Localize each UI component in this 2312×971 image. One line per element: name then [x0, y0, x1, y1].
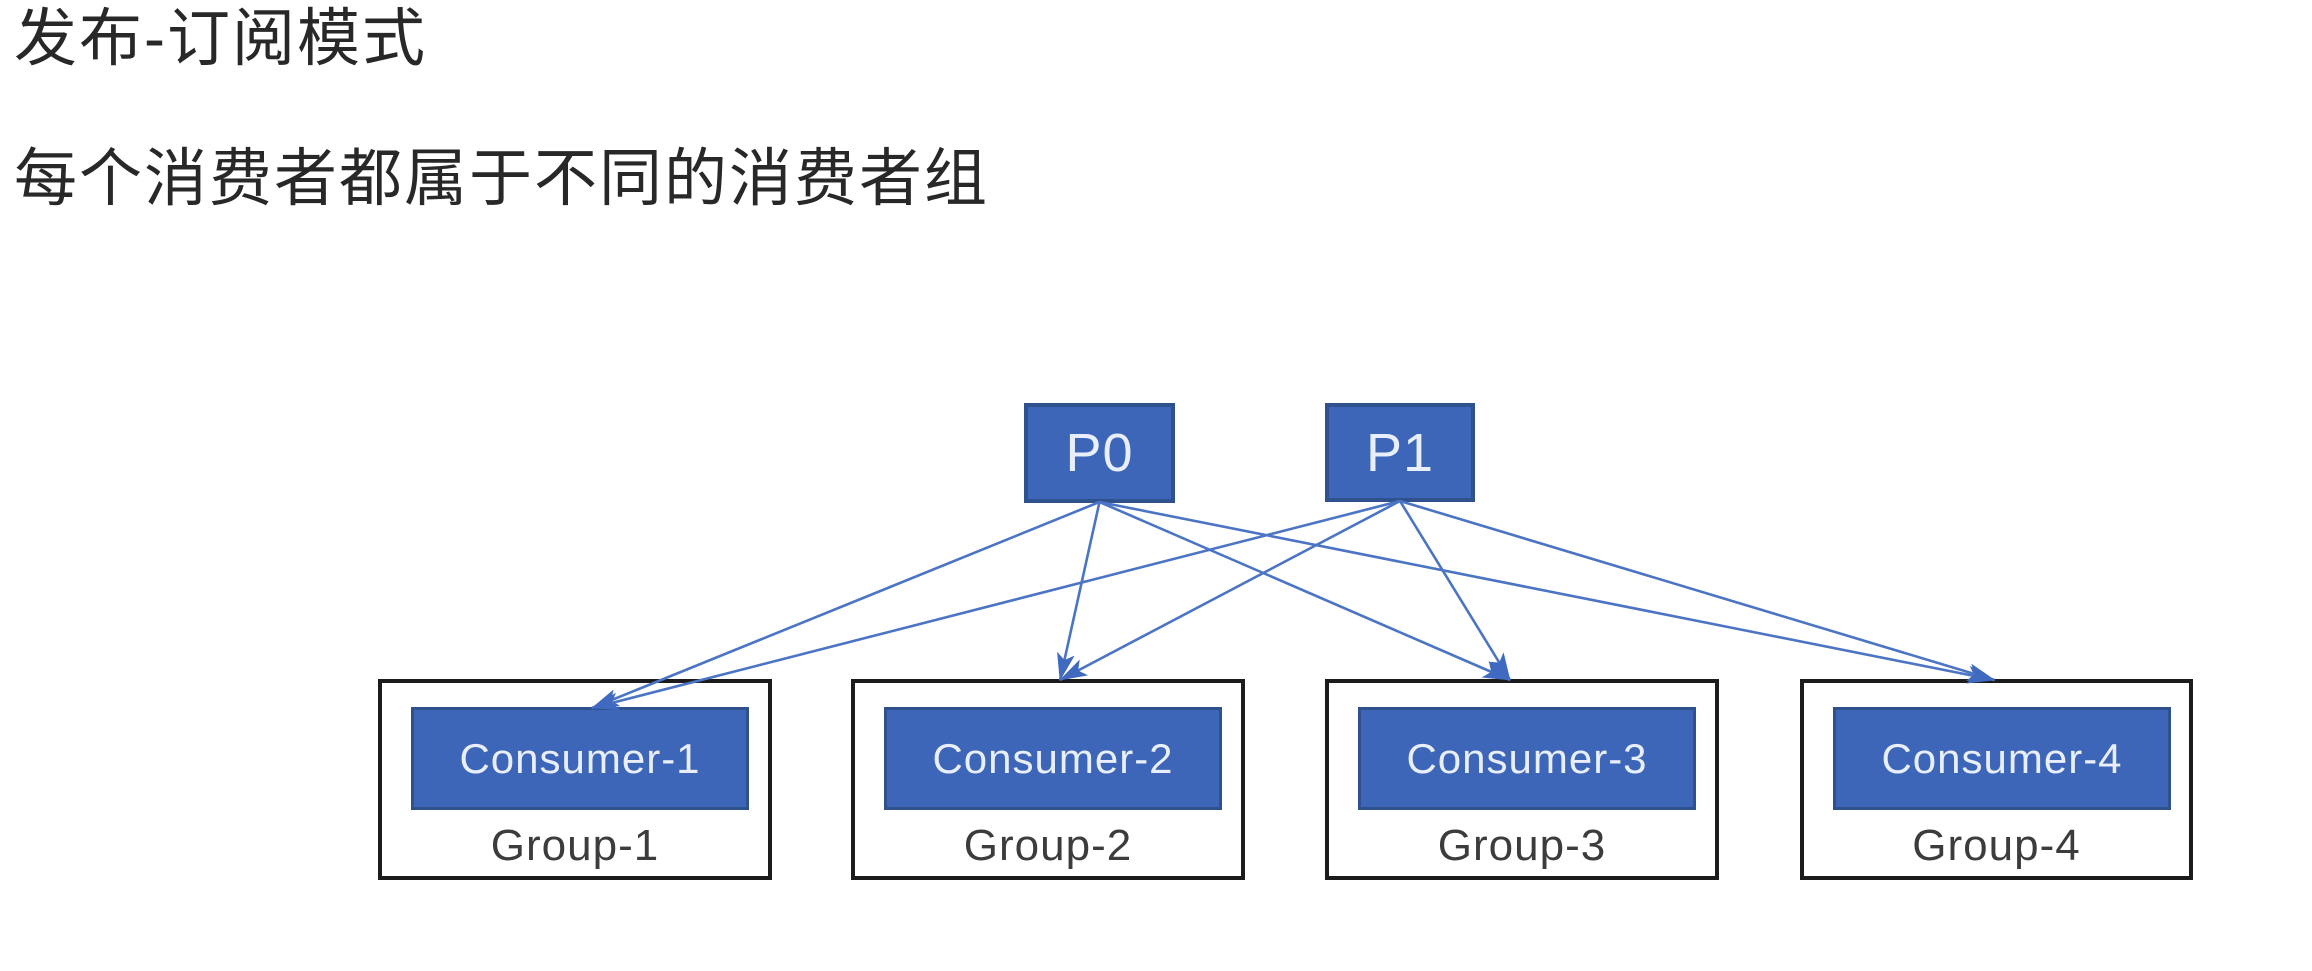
consumer-label-4: Consumer-4	[1881, 734, 2123, 782]
consumer-label-1: Consumer-1	[459, 734, 701, 782]
edge-p0-g3	[1098, 500, 1511, 682]
group-label-1: Group-1	[490, 821, 660, 870]
page-subtitle: 每个消费者都属于不同的消费者组	[14, 144, 989, 214]
page-title: 发布-订阅模式	[14, 4, 427, 74]
consumer-group-box-3: Consumer-3 Group-3	[1325, 679, 1719, 880]
partition-label-p0: P0	[1065, 423, 1134, 483]
consumer-group-box-4: Consumer-4 Group-4	[1800, 679, 2193, 880]
edge-p0-g1	[591, 500, 1100, 710]
consumer-node-1: Consumer-1	[411, 707, 749, 810]
edge-p1-g3	[1398, 500, 1512, 681]
consumer-group-box-1: Consumer-1 Group-1	[378, 679, 772, 880]
consumer-label-3: Consumer-3	[1406, 734, 1648, 782]
edge-p0-g2	[1057, 501, 1101, 681]
edge-p1-g2	[1059, 499, 1401, 682]
partition-label-p1: P1	[1365, 422, 1435, 483]
consumer-label-2: Consumer-2	[932, 734, 1174, 782]
group-label-2: Group-2	[963, 821, 1133, 870]
group-label-3: Group-3	[1437, 821, 1607, 870]
consumer-node-3: Consumer-3	[1358, 707, 1696, 810]
consumer-group-box-2: Consumer-2 Group-2	[851, 679, 1245, 880]
consumer-node-4: Consumer-4	[1833, 707, 2171, 810]
group-label-4: Group-4	[1912, 821, 2081, 870]
edge-p1-g1	[591, 499, 1401, 711]
partition-node-p1: P1	[1325, 403, 1475, 502]
edge-p1-g4	[1399, 499, 1996, 682]
edge-p0-g4	[1099, 500, 1996, 684]
consumer-node-2: Consumer-2	[884, 707, 1222, 810]
partition-node-p0: P0	[1024, 403, 1175, 503]
